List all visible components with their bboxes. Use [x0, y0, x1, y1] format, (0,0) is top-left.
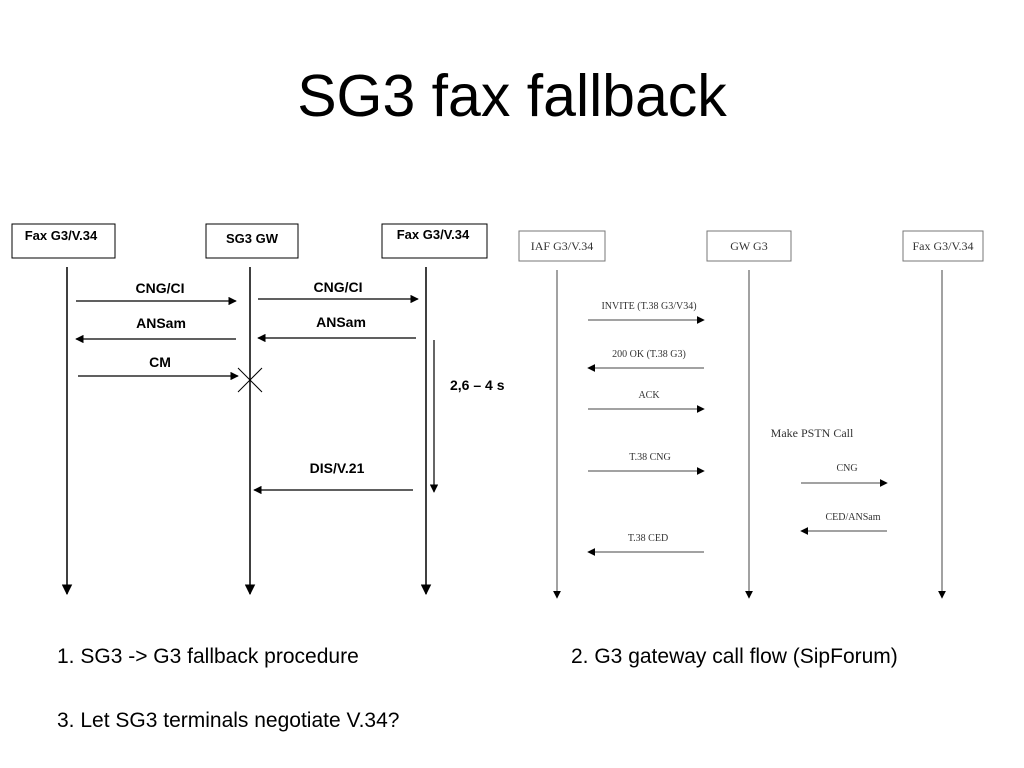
message-label: INVITE (T.38 G3/V34)	[601, 301, 696, 312]
message-label: ANSam	[316, 314, 366, 330]
right-entity-gw: GW G3	[706, 230, 792, 262]
left-entity-fax-1: Fax G3/V.34	[11, 223, 116, 259]
right-entity-iaf: IAF G3/V.34	[518, 230, 606, 262]
timer-label: 2,6 – 4 s	[450, 377, 505, 393]
message-label: 200 OK (T.38 G3)	[612, 349, 686, 360]
message-label: CNG/CI	[136, 280, 185, 296]
message-label: ACK	[638, 390, 660, 401]
caption-negotiate-question: 3. Let SG3 terminals negotiate V.34?	[57, 709, 400, 732]
message-label: DIS/V.21	[310, 460, 365, 476]
entity-label: SG3 GW	[226, 231, 279, 246]
left-entity-sg3-gw: SG3 GW	[205, 223, 299, 259]
entity-label: GW G3	[730, 239, 767, 253]
entity-label: Fax G3/V.34	[25, 228, 98, 243]
message-label: ANSam	[136, 315, 186, 331]
message-label: CNG	[836, 463, 857, 474]
pstn-note: Make PSTN Call	[771, 426, 854, 440]
message-label: T.38 CNG	[629, 452, 670, 463]
entity-label: Fax G3/V.34	[397, 227, 470, 242]
message-label: CM	[149, 354, 171, 370]
right-call-flow: IAF G3/V.34 GW G3 Fax G3/V.34 INVITE (T.…	[518, 230, 984, 599]
right-entity-fax: Fax G3/V.34	[902, 230, 984, 262]
left-entity-fax-2: Fax G3/V.34	[381, 223, 488, 259]
message-label: T.38 CED	[628, 533, 668, 544]
caption-fallback-procedure: 1. SG3 -> G3 fallback procedure	[57, 645, 359, 668]
left-call-flow: Fax G3/V.34 SG3 GW Fax G3/V.34 CNG/CI CN…	[11, 223, 505, 596]
blocked-cross-icon	[237, 367, 263, 393]
message-label: CED/ANSam	[826, 512, 881, 523]
caption-gateway-call-flow: 2. G3 gateway call flow (SipForum)	[571, 645, 898, 668]
entity-label: Fax G3/V.34	[912, 239, 973, 253]
message-label: CNG/CI	[314, 279, 363, 295]
slide-title: SG3 fax fallback	[297, 63, 727, 129]
entity-label: IAF G3/V.34	[531, 239, 593, 253]
